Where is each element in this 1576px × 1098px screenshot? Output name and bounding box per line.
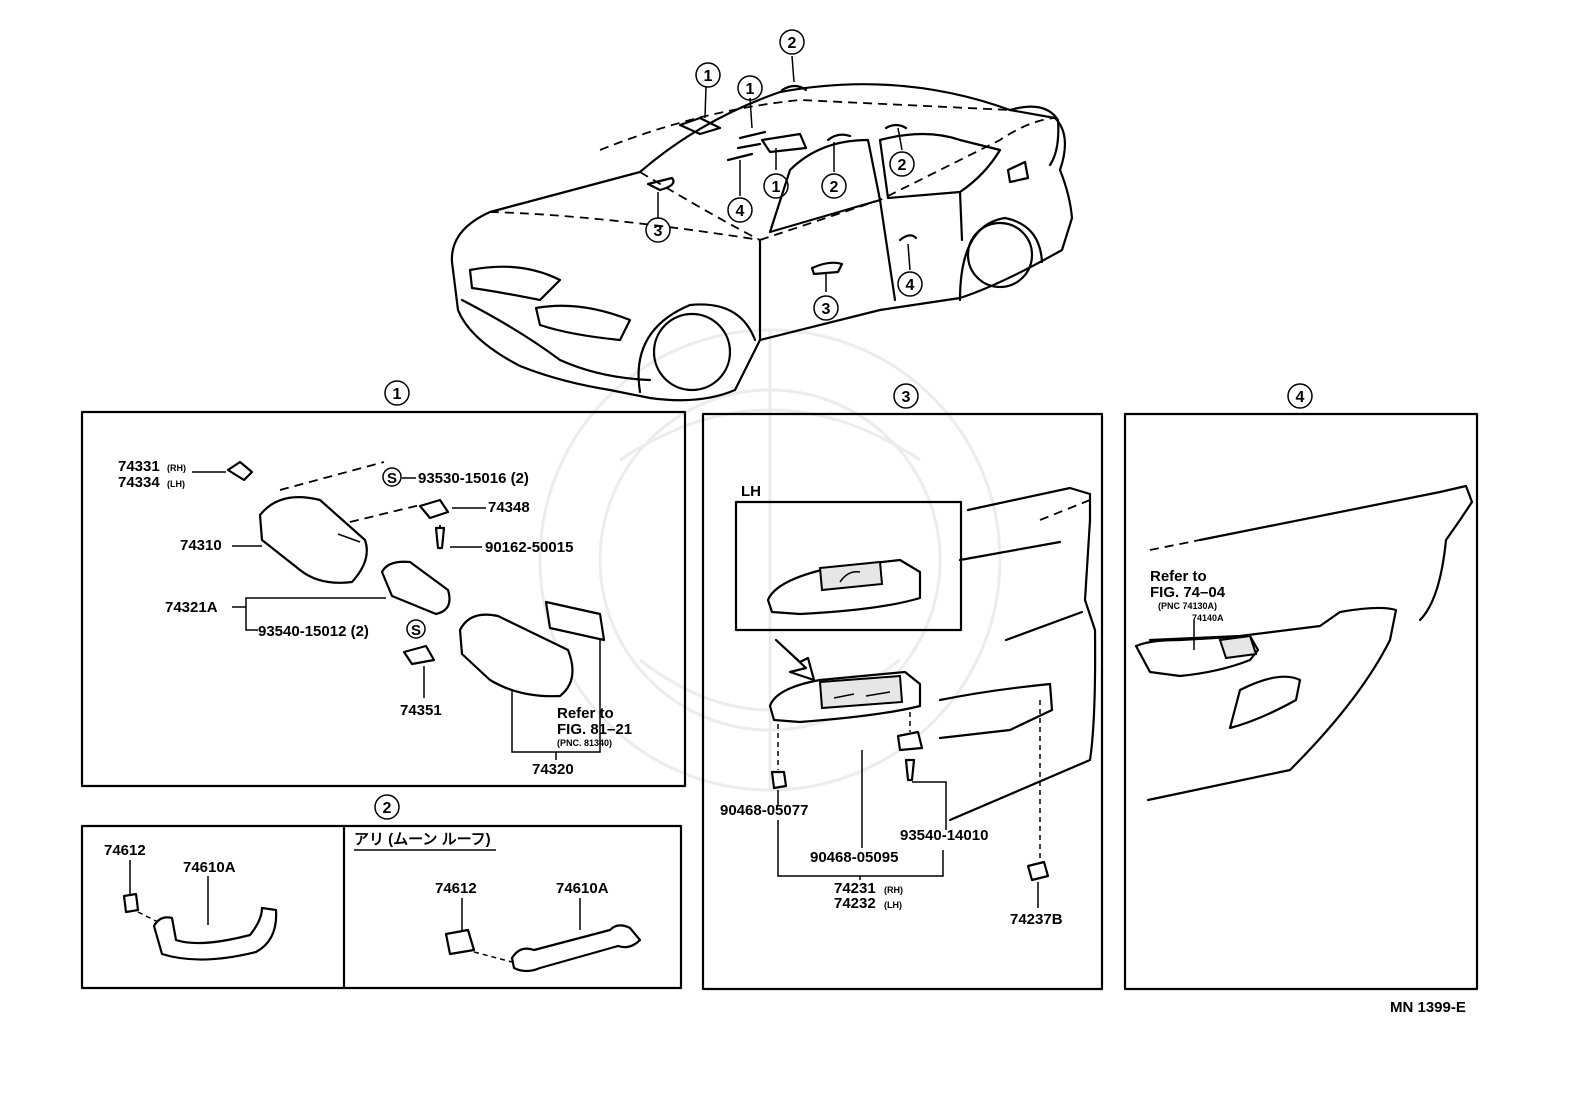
panel-4-number: 4 (1296, 389, 1305, 406)
label-pnc-81340: (PNC. 81340) (557, 738, 612, 748)
label-fig-74-04: FIG. 74–04 (1150, 584, 1226, 601)
svg-text:S: S (411, 622, 421, 639)
clip-90468-05095 (896, 730, 924, 752)
svg-text:2: 2 (788, 35, 797, 52)
callout-2c: 2 (889, 151, 915, 177)
label-moon-roof-header: アリ (ムーン ルーフ) (354, 831, 491, 848)
label-74231: 74231 (834, 880, 876, 897)
grip-cap-right (444, 928, 476, 956)
callout-1c: 1 (763, 173, 789, 199)
label-refer-to: Refer to (557, 705, 614, 722)
svg-text:4: 4 (736, 203, 745, 220)
callout-4b: 4 (897, 271, 923, 297)
assist-grip-right (510, 924, 642, 973)
svg-text:3: 3 (822, 301, 831, 318)
panel-2-number: 2 (383, 800, 392, 817)
clip-90468-05077 (770, 770, 788, 790)
panel-1-number: 1 (393, 386, 402, 403)
svg-text:1: 1 (746, 81, 755, 98)
label-74334: 74334 (118, 474, 160, 491)
callout-4a: 4 (727, 197, 753, 223)
callout-3a: 3 (645, 217, 671, 243)
label-93530: 93530-15016 (2) (418, 470, 529, 487)
svg-text:4: 4 (906, 277, 915, 294)
label-pnc-74130A: (PNC 74130A) (1158, 601, 1217, 611)
cover-74237B (1026, 860, 1050, 882)
screw-93540-14010 (904, 758, 916, 782)
callout-3b: 3 (813, 295, 839, 321)
label-74610A-right: 74610A (556, 880, 609, 897)
label-refer-to-4: Refer to (1150, 568, 1207, 585)
label-fig-81-21: FIG. 81–21 (557, 721, 632, 738)
panel-3: 3 LH 90468-05077 93540-14010 90468-05095… (701, 383, 1104, 991)
label-90468-05095: 90468-05095 (810, 849, 898, 866)
car-part-markers (646, 55, 918, 292)
label-74140A: 74140A (1192, 613, 1224, 623)
car-callouts: 1 1 1 2 2 2 3 3 4 4 (645, 29, 923, 321)
label-74320: 74320 (532, 761, 574, 778)
label-74612-left: 74612 (104, 842, 146, 859)
svg-text:2: 2 (830, 179, 839, 196)
label-74612-right: 74612 (435, 880, 477, 897)
label-90162: 90162-50015 (485, 539, 573, 556)
vanity-lamp-part (544, 600, 606, 642)
grip-cap-left (122, 892, 140, 914)
panel-4: 4 Refer to FIG. 74–04 (PNC 74130A) 74140… (1123, 383, 1479, 991)
rh-switch-buttons (818, 674, 904, 710)
sun-visor-74320 (458, 613, 574, 698)
label-74321A: 74321A (165, 599, 218, 616)
lh-switch-button (818, 560, 884, 592)
assist-grip-left (152, 906, 278, 961)
mirror-74321A (380, 560, 451, 616)
label-93540-14010: 93540-14010 (900, 827, 988, 844)
callout-1a: 1 (695, 62, 721, 88)
label-74237B: 74237B (1010, 911, 1063, 928)
label-74331: 74331 (118, 458, 160, 475)
panel-2: 2 74612 74610A アリ (ムーン ルーフ) 74612 74610A (80, 794, 683, 990)
svg-text:1: 1 (704, 68, 713, 85)
svg-text:(RH): (RH) (167, 463, 186, 473)
label-74610A-left: 74610A (183, 859, 236, 876)
sun-visor-74310 (258, 496, 368, 584)
svg-text:(RH): (RH) (884, 885, 903, 895)
svg-text:3: 3 (654, 223, 663, 240)
label-90468-05077: 90468-05077 (720, 802, 808, 819)
svg-text:(LH): (LH) (167, 479, 185, 489)
label-74310: 74310 (180, 537, 222, 554)
label-inset-lh: LH (741, 483, 761, 500)
svg-text:S: S (387, 470, 397, 487)
svg-text:(LH): (LH) (884, 900, 902, 910)
callout-2a: 2 (779, 29, 805, 55)
label-74348: 74348 (488, 499, 530, 516)
label-93540: 93540-15012 (2) (258, 623, 369, 640)
callout-2b: 2 (821, 173, 847, 199)
svg-text:1: 1 (772, 179, 781, 196)
clip-74351 (402, 644, 436, 666)
visor-clip-part (418, 498, 450, 520)
callout-1b: 1 (737, 75, 763, 101)
panel-1: 1 74331 (RH) 74334 (LH) S 93530-15016 (2… (80, 380, 687, 788)
car-overview (450, 83, 1074, 402)
panel-3-number: 3 (902, 389, 911, 406)
svg-text:2: 2 (898, 157, 907, 174)
visor-holder-part (226, 460, 254, 482)
label-74232: 74232 (834, 895, 876, 912)
label-74351: 74351 (400, 702, 442, 719)
figure-code: MN 1399-E (1390, 999, 1466, 1016)
